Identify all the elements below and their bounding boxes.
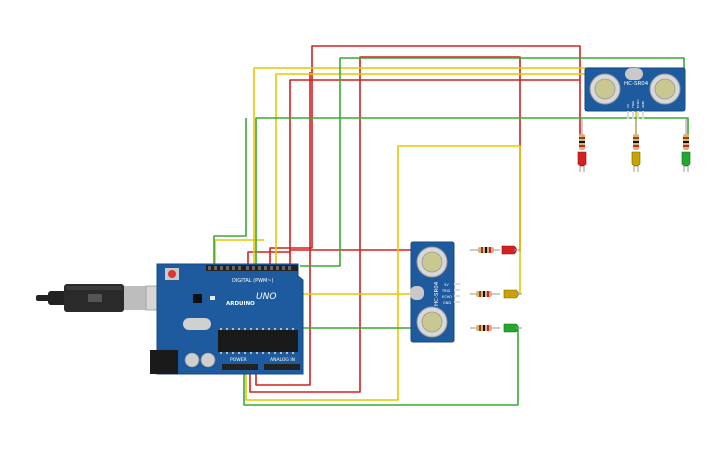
wire-red-upper (269, 45, 581, 266)
wire-yellow-right (214, 239, 264, 266)
pin-trig: TRIG (631, 100, 635, 109)
crystal (625, 68, 643, 80)
pin-5v: 5V (444, 283, 449, 287)
analog-label: ANALOG IN (270, 357, 295, 363)
digital-label: DIGITAL (PWM~) (232, 278, 274, 284)
model-label: UNO (256, 292, 276, 302)
resistor[interactable] (470, 247, 500, 253)
wire-green-top (255, 117, 689, 266)
wire-yellow-mid (275, 73, 585, 266)
ultrasonic-sensor-top[interactable]: HC-SR04 5V TRIG ECHO GND (584, 67, 686, 119)
power-header (222, 364, 258, 370)
microcontroller-chip (218, 330, 298, 352)
sensor-label: HC-SR04 (624, 81, 649, 87)
pin-5v: 5V (626, 103, 630, 108)
wire-red-sensor (289, 249, 412, 266)
led-yellow[interactable] (503, 289, 522, 299)
resistor[interactable] (683, 118, 689, 150)
resistor[interactable] (579, 118, 585, 150)
ultrasonic-sensor-middle[interactable]: HC-SR04 5V TRIG ECHO GND (410, 241, 460, 343)
crystal-oscillator (183, 318, 211, 330)
resistor[interactable] (633, 118, 639, 150)
wire-green-bottom (243, 330, 519, 406)
wire-green-left (213, 118, 247, 266)
pin-trig: TRIG (441, 289, 451, 293)
resistor[interactable] (470, 325, 500, 331)
brand-label: ARDUINO (226, 301, 255, 307)
wire-green-upper (300, 57, 685, 267)
power-label: POWER (230, 357, 247, 363)
wire-yellow-bottom (245, 145, 521, 401)
pin-gnd: GND (443, 301, 451, 305)
small-chip (193, 294, 202, 303)
crystal (410, 286, 424, 300)
capacitor (200, 352, 216, 368)
pin-gnd: GND (641, 100, 645, 108)
led-green[interactable] (681, 151, 691, 172)
capacitor (184, 352, 200, 368)
led-red[interactable] (577, 151, 587, 172)
analog-header (264, 364, 300, 370)
pin-echo: ECHO (636, 99, 640, 108)
wire-red-bottom (249, 56, 521, 393)
sensor-label: HC-SR04 (434, 281, 440, 306)
pin-echo: ECHO (442, 295, 452, 299)
led-red[interactable] (501, 245, 520, 255)
led-green[interactable] (503, 323, 522, 333)
power-jack (150, 350, 178, 374)
arduino-uno-board[interactable]: DIGITAL (PWM~) ARDUINO UNO POWER ANALOG … (150, 263, 304, 375)
led-yellow[interactable] (631, 151, 641, 172)
wire-red-top (247, 79, 581, 266)
resistor[interactable] (470, 291, 500, 297)
